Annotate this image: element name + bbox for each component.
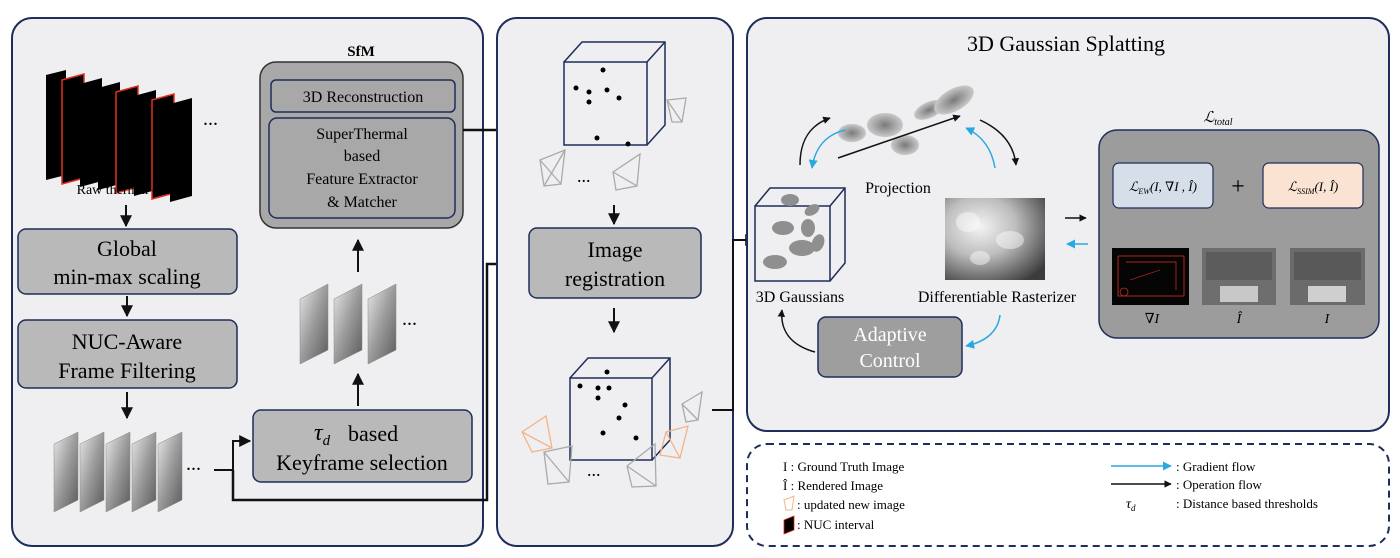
matcher-line1: SuperThermal	[316, 126, 408, 143]
arrow-registration-to-gs	[712, 234, 758, 411]
legend-updated: : updated new image	[797, 497, 905, 512]
arc-rasterizer-to-adaptive	[965, 314, 1001, 349]
sparse-cloud-cube-bottom	[569, 357, 671, 461]
keyframe-images	[299, 283, 397, 365]
gaussian-blobs	[763, 194, 825, 269]
filtered-frames	[53, 431, 183, 513]
arrow-frames-to-keyframe	[214, 435, 252, 471]
arc-right-operation	[979, 119, 1020, 166]
legend-updated-icon	[783, 495, 795, 511]
global-scaling-line1: Global	[97, 236, 157, 261]
sparse-points-bottom	[577, 369, 639, 441]
arc-left-gradient	[808, 129, 846, 169]
legend-operation: : Operation flow	[1176, 477, 1263, 492]
legend-gradient: : Gradient flow	[1176, 459, 1256, 474]
matcher-line2: based	[344, 148, 380, 165]
legend-nuc: : NUC interval	[797, 517, 875, 532]
adaptive-control-box	[817, 316, 963, 378]
nuc-filter-line2: Frame Filtering	[58, 358, 195, 383]
rendered-image-label: Î	[1236, 310, 1243, 327]
arc-right-gradient	[965, 127, 996, 169]
cameras-bottom	[521, 390, 703, 488]
legend-gt: I : Ground Truth Image	[783, 459, 905, 474]
keyframe-ellipsis: ...	[402, 308, 417, 330]
global-scaling-box	[17, 228, 238, 295]
sfm-title: SfM	[347, 44, 375, 60]
matcher-line4: & Matcher	[327, 194, 397, 211]
projected-gaussians	[838, 85, 974, 155]
global-scaling-line2: min-max scaling	[53, 264, 200, 289]
nuc-filter-box	[17, 319, 238, 389]
sparse-points-top	[573, 67, 631, 147]
gradient-image-label: ∇I	[1145, 312, 1161, 327]
loss-total-label: ℒtotal	[1203, 110, 1232, 128]
projection-label: Projection	[865, 180, 931, 197]
registration-bottom-ellipsis: ...	[587, 460, 601, 480]
registration-box	[528, 227, 702, 299]
keyframe-line2: Keyframe selection	[276, 450, 448, 475]
gs-title: 3D Gaussian Splatting	[967, 31, 1165, 56]
raw-thermal-frames	[46, 70, 192, 202]
keyframe-line1: based	[348, 421, 398, 446]
registration-top-ellipsis: ...	[577, 166, 591, 186]
rendered-image	[1202, 248, 1276, 305]
keyframe-tau: τd	[314, 420, 331, 449]
legend-threshold: : Distance based thresholds	[1176, 496, 1318, 511]
rasterized-image	[945, 198, 1045, 280]
registration-line2: registration	[565, 266, 665, 291]
rasterizer-label: Differentiable Rasterizer	[918, 289, 1077, 306]
registration-line1: Image	[588, 237, 643, 262]
frames-ellipsis: ...	[186, 453, 201, 475]
raw-ellipsis: ...	[203, 108, 218, 130]
loss-ssim-box	[1262, 162, 1364, 209]
sparse-cloud-cube-top	[563, 41, 666, 146]
adaptive-line1: Adaptive	[853, 324, 926, 346]
arc-left-operation	[799, 116, 831, 166]
legend-box	[746, 443, 1390, 547]
matcher-line3: Feature Extractor	[306, 171, 418, 188]
raw-thermal-label: Raw thermal data	[77, 183, 177, 198]
ground-truth-image	[1290, 248, 1365, 305]
gradient-image	[1112, 248, 1189, 305]
loss-ssim-formula: ℒSSIM(I, Î)	[1288, 179, 1339, 196]
arc-adaptive-to-gaussians	[777, 309, 816, 353]
legend-tau-symbol: τd	[1126, 497, 1136, 513]
loss-ew-formula: ℒEW(I, ∇I , Î)	[1129, 179, 1197, 196]
legend-rendered: Î : Rendered Image	[783, 478, 883, 493]
cameras-top	[539, 97, 687, 191]
loss-plus: +	[1231, 174, 1245, 200]
raster-highlights	[956, 212, 1024, 265]
nuc-filter-line1: NUC-Aware	[72, 329, 182, 354]
keyframe-box	[252, 409, 473, 483]
matcher-box	[268, 117, 456, 219]
gaussians-label: 3D Gaussians	[756, 289, 844, 306]
projection-ray	[837, 114, 961, 159]
loss-box	[1098, 129, 1380, 339]
legend-nuc-icon	[783, 515, 795, 535]
reconstruction-label: 3D Reconstruction	[303, 89, 423, 106]
reconstruction-box	[270, 79, 456, 113]
gaussians-cube	[754, 187, 846, 282]
loss-ew-box	[1112, 162, 1214, 209]
adaptive-line2: Control	[859, 350, 921, 372]
ground-truth-label: I	[1324, 312, 1331, 327]
